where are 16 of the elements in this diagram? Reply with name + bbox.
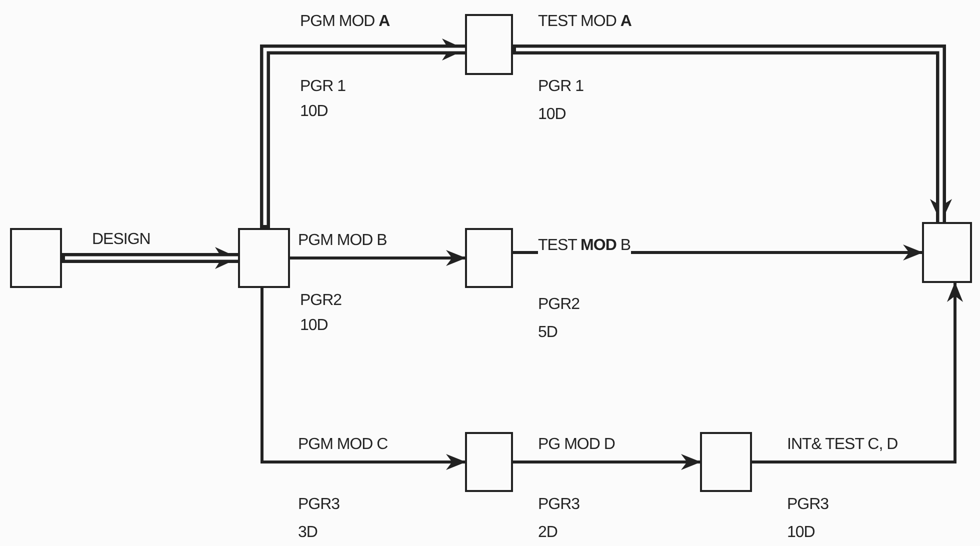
event-box bbox=[922, 222, 972, 283]
critical-path-arrow bbox=[260, 38, 466, 228]
critical-path-arrow bbox=[62, 247, 239, 269]
arrow bbox=[290, 250, 466, 266]
edge-label: TEST MOD B bbox=[538, 238, 630, 254]
event-box bbox=[465, 14, 513, 75]
event-box bbox=[465, 432, 513, 492]
event-box bbox=[700, 432, 752, 492]
edge-label: INT& TEST C, D bbox=[787, 437, 898, 453]
event-box bbox=[238, 228, 290, 288]
event-box bbox=[465, 228, 513, 288]
critical-path-arrow bbox=[513, 44, 952, 223]
arrow bbox=[513, 454, 701, 470]
arrow bbox=[260, 288, 466, 470]
event-box bbox=[10, 228, 62, 288]
arrow bbox=[752, 282, 963, 464]
